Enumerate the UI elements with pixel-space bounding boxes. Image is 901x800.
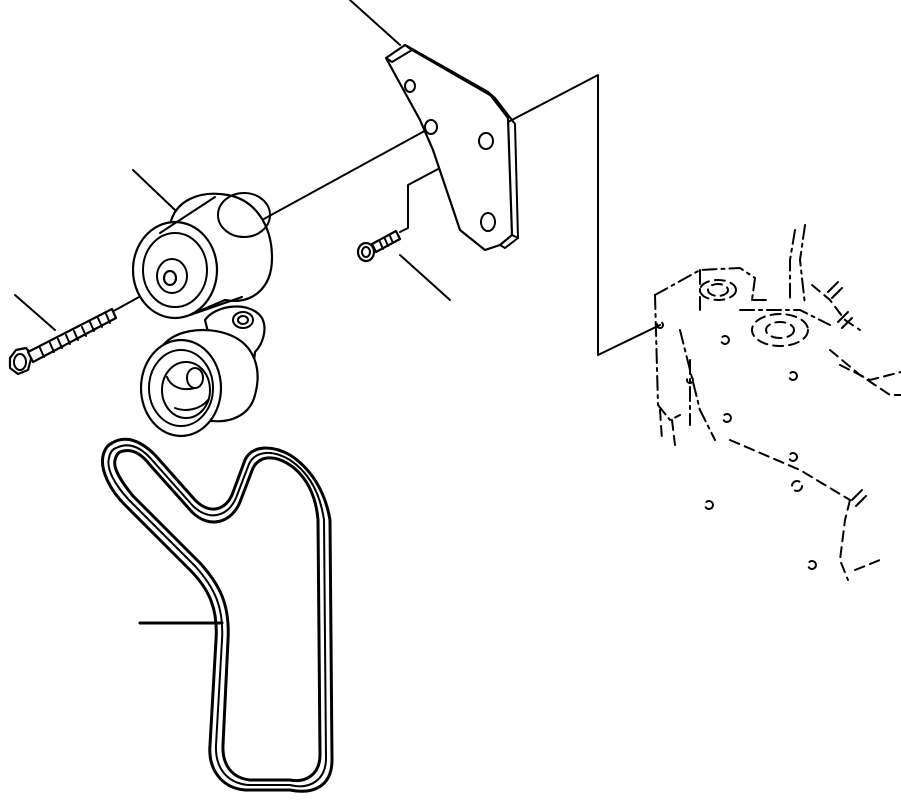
- v-belt: [100, 437, 334, 793]
- engine-block: [654, 224, 901, 581]
- axis-bracket-to-engine: [507, 74, 661, 356]
- leader-bolt-long: [14, 294, 56, 331]
- bolt-short: [356, 229, 402, 263]
- leader-bolt-short: [399, 254, 451, 301]
- axis-pulley-to-bracket: [261, 127, 431, 221]
- leader-tensioner-pulley: [132, 169, 176, 211]
- bracket-hole-pivot: [424, 119, 438, 135]
- bolt-long: [8, 307, 118, 376]
- leader-bracket: [349, 0, 401, 46]
- leader-lines: [14, 0, 451, 625]
- bracket-hole-top: [404, 79, 416, 93]
- bracket-hole-mid: [478, 132, 494, 150]
- bracket-hole-bottom: [480, 212, 496, 232]
- bracket: [384, 43, 519, 252]
- idler-pulley: [139, 328, 259, 438]
- tensioner-pulley: [131, 192, 274, 320]
